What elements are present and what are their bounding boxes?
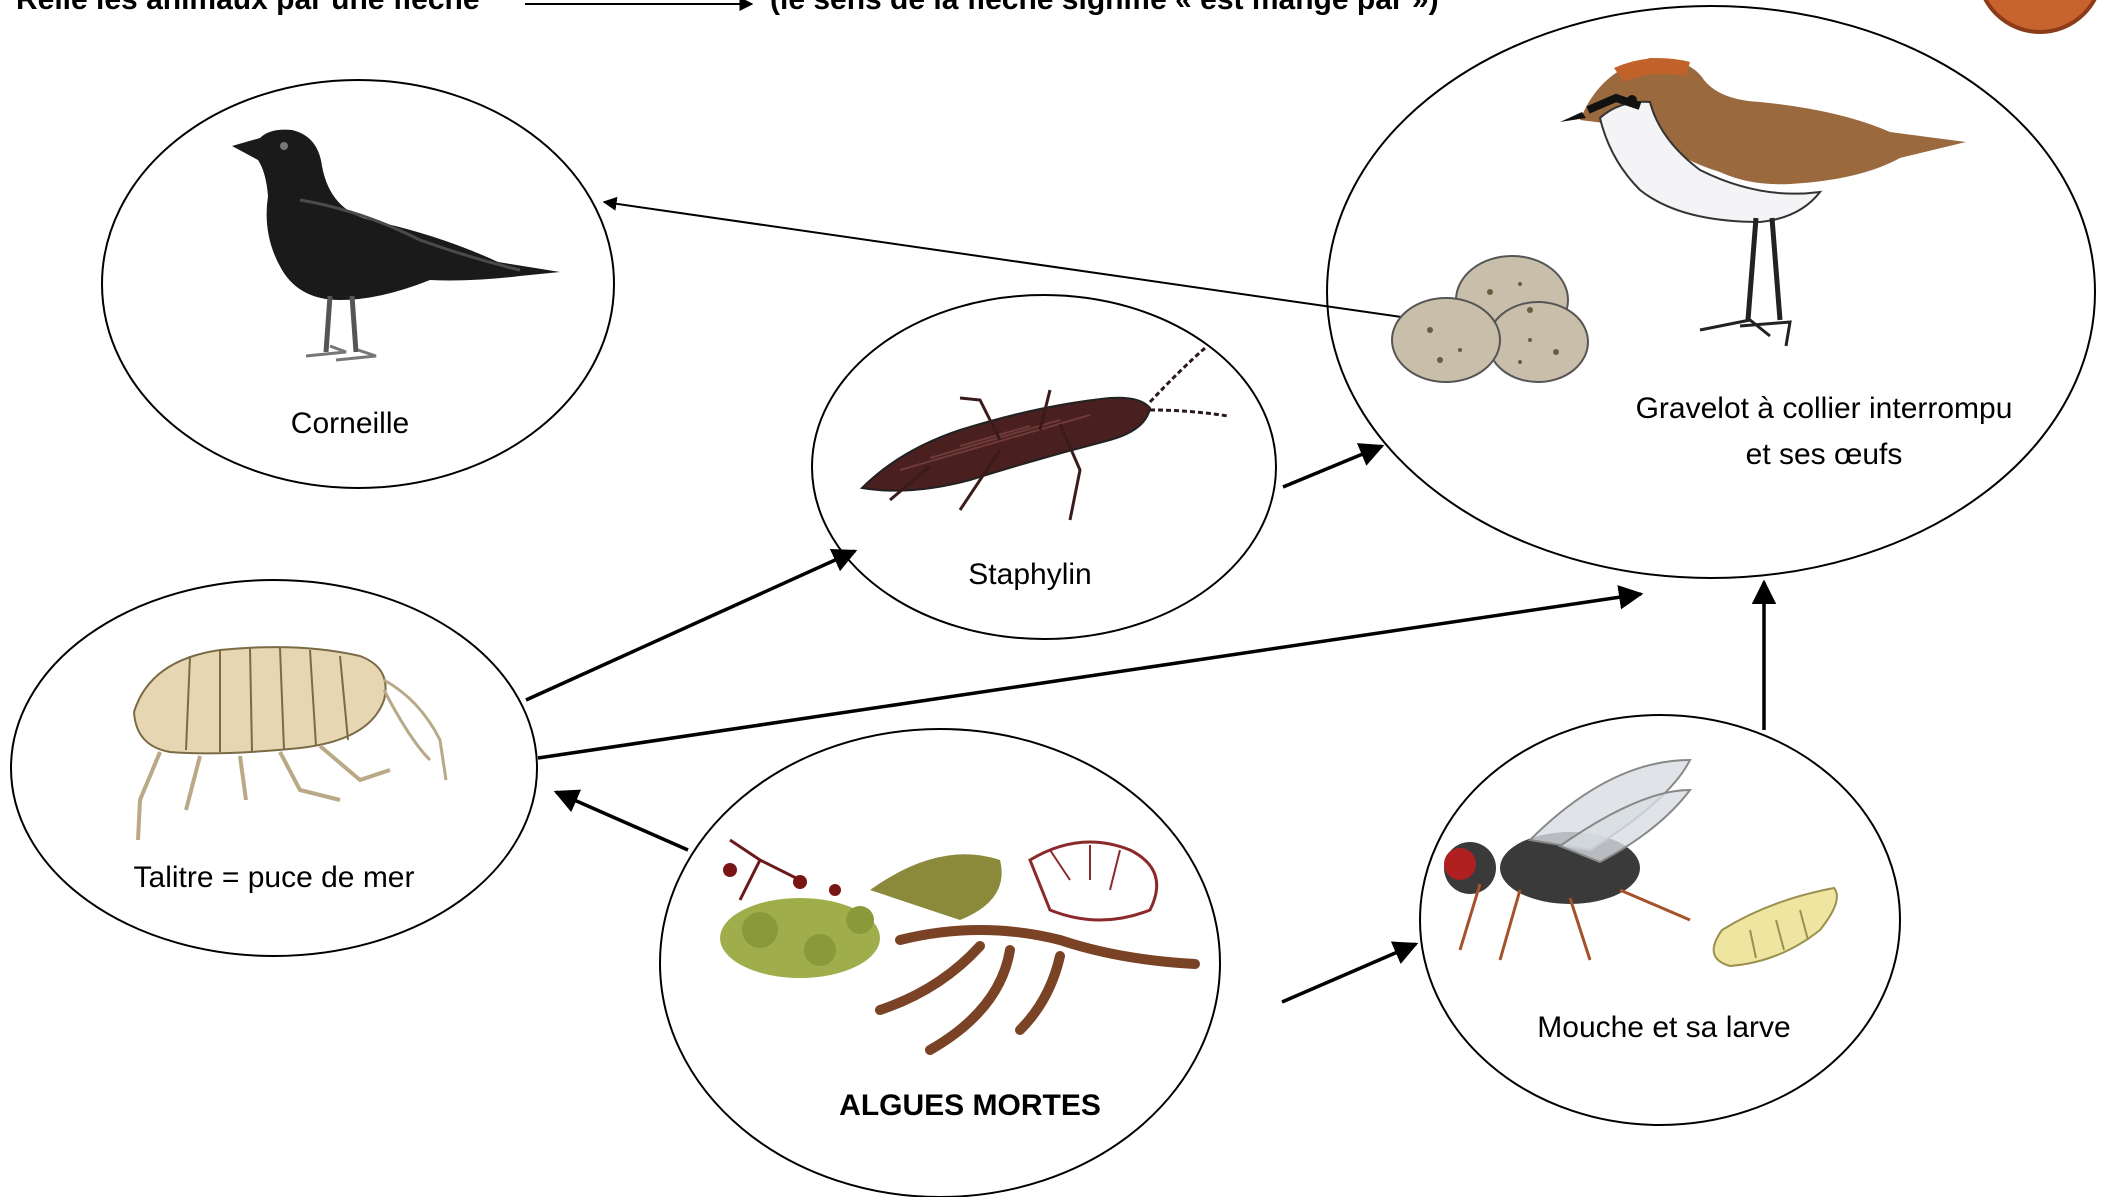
sand-hopper-illustration [134, 647, 446, 840]
fly-illustration [1444, 760, 1837, 966]
eggs-illustration [1392, 256, 1588, 382]
algues-label: ALGUES MORTES [839, 1083, 1101, 1129]
seaweed-illustration [720, 840, 1195, 1050]
plover-illustration [1560, 58, 1966, 346]
gravelot-label-line2: et ses œufs [1746, 438, 1903, 471]
mouche-label: Mouche et sa larve [1537, 1005, 1790, 1051]
corneille-label: Corneille [291, 401, 409, 447]
staphylin-label: Staphylin [968, 552, 1091, 598]
arrow-algues-to-talitre [556, 792, 688, 850]
instruction-note: (le sens de la flèche signifie « est man… [770, 0, 1439, 18]
gravelot-label-line1: Gravelot à collier interrompu [1636, 392, 2013, 425]
instruction-text: Relie les animaux par une flèche [16, 0, 480, 18]
corner-badge [1978, 0, 2102, 32]
crow-illustration [232, 130, 560, 360]
arrow-talitre-to-staphylin [526, 551, 855, 700]
rove-beetle-illustration [862, 348, 1228, 520]
arrow-staphylin-to-gravelot [1283, 446, 1382, 487]
arrow-gravelot-to-corneille [604, 202, 1422, 320]
arrow-algues-to-mouche [1282, 944, 1416, 1002]
talitre-label: Talitre = puce de mer [134, 855, 415, 901]
gravelot-label: Gravelot à collier interrompu et ses œuf… [1636, 386, 2013, 478]
